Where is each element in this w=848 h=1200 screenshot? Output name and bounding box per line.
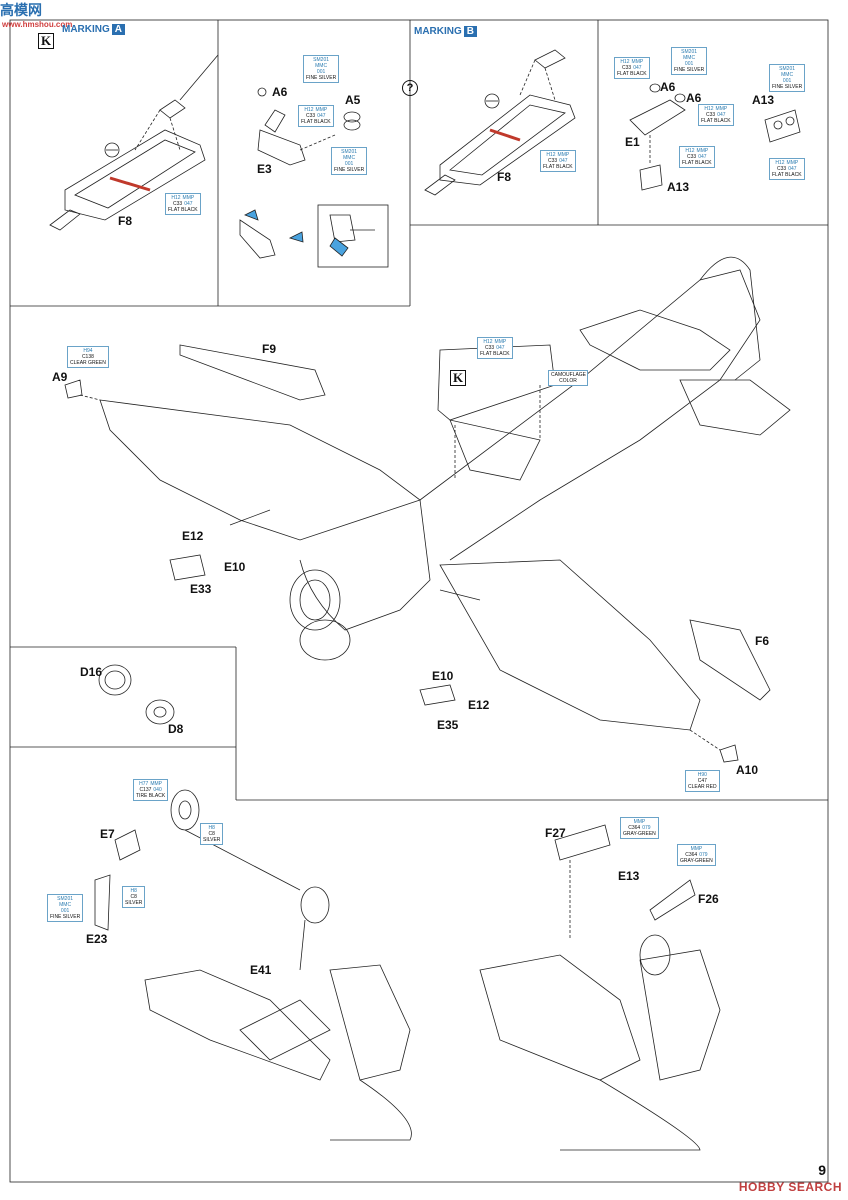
part-label-a10: A10 xyxy=(736,763,759,777)
paint-callout-clear-red: H90 C47 CLEAR RED xyxy=(685,770,720,792)
part-label-f26: F26 xyxy=(698,892,719,906)
k-marker-main: K xyxy=(450,370,466,386)
part-label-e10: E10 xyxy=(224,560,246,574)
part-label-e12: E12 xyxy=(182,529,204,543)
detail-parts-a xyxy=(239,87,389,268)
part-label-d8: D8 xyxy=(168,722,184,736)
part-label-f9: F9 xyxy=(262,342,277,356)
cockpit-tub-a xyxy=(49,54,219,231)
site-watermark: 高模网 xyxy=(0,2,42,18)
part-label-e23: E23 xyxy=(86,932,108,946)
part-label-e7: E7 xyxy=(100,827,115,841)
part-label-a6-c: A6 xyxy=(686,91,702,105)
paint-callout-fine-silver: SM201 MMC 001 FINE SILVER xyxy=(671,47,708,75)
cockpit-tub-b xyxy=(424,49,576,196)
part-label-e3: E3 xyxy=(257,162,272,176)
aircraft-main xyxy=(64,256,791,763)
question-mark-icon: ? xyxy=(402,80,418,96)
part-label-f8: F8 xyxy=(118,214,133,228)
paint-callout-silver: H8 C8 SILVER xyxy=(122,886,146,908)
part-label-e13: E13 xyxy=(618,869,640,883)
marking-a-text: MARKING xyxy=(62,24,110,35)
marking-a-letter: A xyxy=(111,24,126,35)
paint-callout-fine-silver: SM201 MMC 001 FINE SILVER xyxy=(331,147,368,175)
part-label-e35: E35 xyxy=(437,718,459,732)
part-label-a13: A13 xyxy=(667,180,690,194)
part-label-a6-b: A6 xyxy=(660,80,676,94)
part-label-e33: E33 xyxy=(190,582,212,596)
marking-b-letter: B xyxy=(463,26,478,37)
part-label-a13-b: A13 xyxy=(752,93,775,107)
page-number: 9 xyxy=(818,1162,826,1178)
part-label-f8-b: F8 xyxy=(497,170,512,184)
part-label-f27: F27 xyxy=(545,826,566,840)
gear-assembly-right xyxy=(479,824,721,1151)
part-label-a6: A6 xyxy=(272,85,288,99)
detail-parts-b xyxy=(629,83,801,191)
paint-callout-fine-silver: SM201 MMC 001 FINE SILVER xyxy=(769,64,806,92)
paint-callout-clear-green: H94 C138 CLEAR GREEN xyxy=(67,346,109,368)
paint-callout-fine-silver: SM201 MMC 001 FINE SILVER xyxy=(47,894,84,922)
site-watermark-url: www.hmshou.com xyxy=(2,20,73,29)
paint-callout-camouflage: CAMOUFLAGE COLOR xyxy=(548,370,588,386)
part-label-f6: F6 xyxy=(755,634,770,648)
part-label-a5: A5 xyxy=(345,93,361,107)
k-marker-corner: K xyxy=(38,33,54,49)
part-label-d16: D16 xyxy=(80,665,103,679)
part-label-a9: A9 xyxy=(52,370,68,384)
gear-assembly-left xyxy=(144,886,412,1141)
paint-callout-fine-silver: SM201 MMC 001 FINE SILVER xyxy=(303,55,340,83)
part-label-e1: E1 xyxy=(625,135,640,149)
marking-b-text: MARKING xyxy=(414,26,462,37)
outer-border xyxy=(9,19,829,1183)
hobby-search-watermark: HOBBY SEARCH xyxy=(738,1180,842,1194)
paint-callout-silver: H8 C8 SILVER xyxy=(200,823,224,845)
part-label-e12-b: E12 xyxy=(468,698,490,712)
part-label-e41: E41 xyxy=(250,963,272,977)
part-label-e10-b: E10 xyxy=(432,669,454,683)
